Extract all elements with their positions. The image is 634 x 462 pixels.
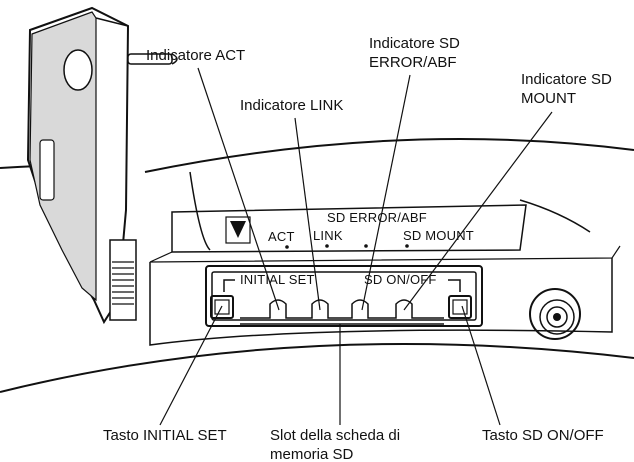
cover-window xyxy=(39,139,55,201)
dome-bottom-curve xyxy=(0,342,634,393)
panel-label-sd-mount: SD MOUNT xyxy=(403,228,474,243)
callout-sd-error-line1: Indicatore SD xyxy=(369,35,460,52)
callout-slot-line1: Slot della scheda di xyxy=(270,427,400,444)
panel-label-initial-set: INITIAL SET xyxy=(240,272,315,287)
label-strip-shadow xyxy=(149,245,621,263)
callout-act: Indicatore ACT xyxy=(146,47,245,64)
triangle-box xyxy=(225,216,251,244)
initial-set-button-face xyxy=(214,299,230,315)
callout-sd-error-line2: ERROR/ABF xyxy=(369,54,457,71)
leader-link xyxy=(294,117,321,311)
dome-top-curve xyxy=(144,138,634,173)
leader-sd-onoff xyxy=(461,305,501,426)
cover-hole xyxy=(63,49,93,91)
link-led-dot xyxy=(325,244,329,248)
act-led-dot xyxy=(285,245,289,249)
dome-inner-right xyxy=(519,199,591,233)
sd-onoff-button-face xyxy=(452,299,468,315)
callout-link: Indicatore LINK xyxy=(240,97,343,114)
sd-card-slot xyxy=(240,299,444,319)
cover-pin xyxy=(127,53,173,65)
callout-sd-onoff: Tasto SD ON/OFF xyxy=(482,427,604,444)
leader-sd-error xyxy=(361,74,411,311)
callout-slot-line2: memoria SD xyxy=(270,446,354,462)
connector-inner xyxy=(546,306,568,328)
initial-set-button xyxy=(210,295,234,319)
sd-onoff-bracket xyxy=(448,279,461,292)
sd-onoff-button xyxy=(448,295,472,319)
slot-frame xyxy=(205,265,483,327)
leader-initial-set xyxy=(159,305,223,426)
panel-label-link: LINK xyxy=(313,228,343,243)
hinge-spring xyxy=(112,261,134,305)
leader-sd-mount xyxy=(403,111,553,311)
sd-mount-led-dot xyxy=(405,244,409,248)
cover-pin-tip xyxy=(171,53,178,65)
panel-label-sd-error-abf: SD ERROR/ABF xyxy=(327,210,427,225)
panel-label-act: ACT xyxy=(268,229,295,244)
leader-act xyxy=(197,67,280,311)
callout-sd-mount-line2: MOUNT xyxy=(521,90,576,107)
sd-error-led-dot xyxy=(364,244,368,248)
connector-core xyxy=(553,313,561,321)
triangle-marker xyxy=(230,221,246,238)
cover-edge xyxy=(95,17,129,27)
callout-initial-set: Tasto INITIAL SET xyxy=(103,427,227,444)
connector-middle xyxy=(539,299,575,335)
panel-label-sd-on-off: SD ON/OFF xyxy=(364,272,437,287)
label-strip xyxy=(171,204,527,253)
callout-sd-mount-line1: Indicatore SD xyxy=(521,71,612,88)
dome-inner-left xyxy=(189,171,211,251)
connector-outer xyxy=(529,288,581,340)
initial-set-bracket xyxy=(223,279,235,292)
